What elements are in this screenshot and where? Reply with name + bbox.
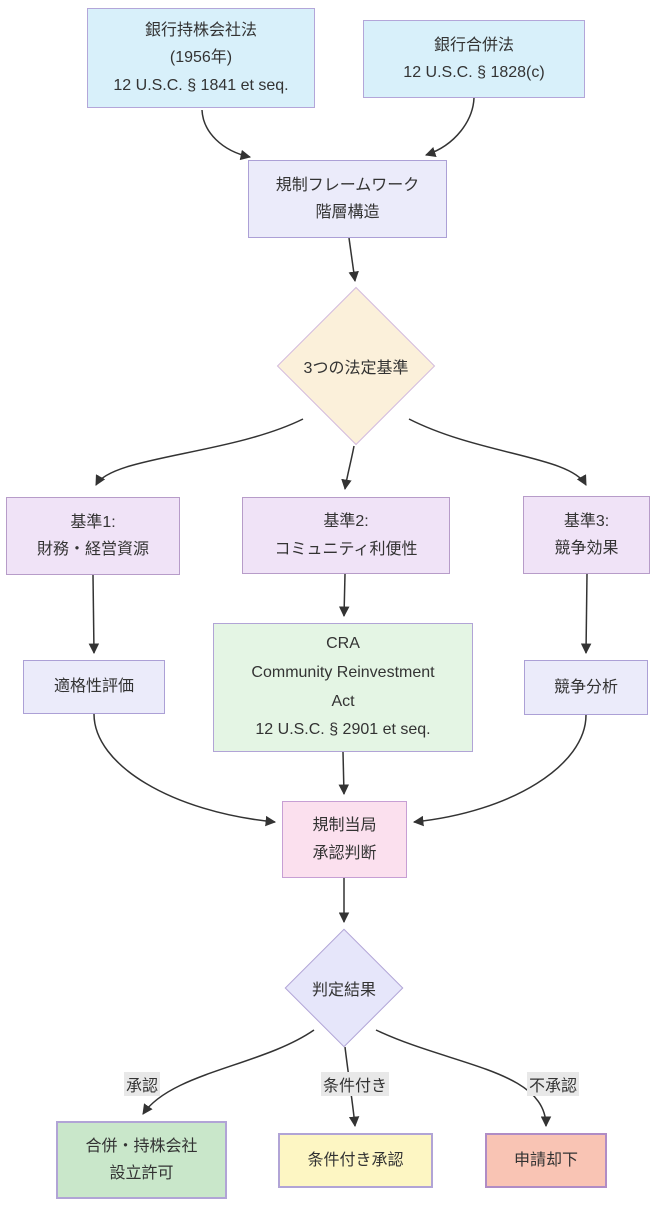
label-line: (1956年)	[169, 49, 233, 67]
edge-criteria-to-criterion2	[341, 445, 355, 491]
label-line: 基準2:	[323, 513, 369, 531]
node-criterion-1-financial-managerial: 基準1: 財務・経営資源	[6, 497, 180, 575]
edge-bhca-to-framework	[201, 109, 252, 161]
label-line: 基準1:	[70, 513, 116, 531]
label-line: 合併・持株会社	[85, 1137, 198, 1155]
edge-criteria-to-criterion3	[408, 418, 587, 486]
edge-framework-to-criteria	[348, 237, 359, 283]
label-line: 階層構造	[315, 204, 380, 221]
node-community-reinvestment-act: CRA Community Reinvestment Act 12 U.S.C.…	[213, 623, 473, 752]
edge-eligibility-to-regulator	[93, 713, 277, 827]
node-criterion-3-competitive-effects: 基準3: 競争効果	[523, 496, 650, 574]
edge-criterion2-to-cra	[338, 573, 350, 618]
label-line: 規制当局	[312, 817, 377, 835]
label-line: 条件付き承認	[307, 1151, 404, 1169]
node-decision-result-label: 判定結果	[311, 982, 376, 999]
label-line: Community Reinvestment	[251, 663, 435, 681]
node-bank-merger-act: 銀行合併法 12 U.S.C. § 1828(c)	[363, 20, 585, 98]
node-merger-holding-company-approval: 合併・持株会社 設立許可	[56, 1121, 227, 1199]
label-line: 適格性評価	[53, 678, 134, 696]
node-regulatory-framework: 規制フレームワーク 階層構造	[248, 160, 447, 238]
label-line: 12 U.S.C. § 1841 et seq.	[113, 76, 289, 94]
label-line: 規制フレームワーク	[275, 176, 420, 194]
edge-label-denied: 不承認	[526, 1072, 580, 1096]
node-conditional-approval: 条件付き承認	[278, 1133, 433, 1188]
edge-criterion1-to-eligibility	[88, 574, 100, 655]
edge-label-approved: 承認	[123, 1072, 161, 1096]
edge-result-to-denied	[375, 1029, 552, 1128]
node-regulator-approval-decision: 規制当局 承認判断	[282, 801, 407, 878]
node-bank-holding-company-act: 銀行持株会社法 (1956年) 12 U.S.C. § 1841 et seq.	[87, 8, 315, 108]
label-line: 承認判断	[312, 844, 377, 862]
edge-label-conditional: 条件付き	[320, 1072, 390, 1096]
label-line: Act	[331, 692, 355, 710]
node-competition-analysis: 競争分析	[524, 660, 648, 715]
label-line: 基準3:	[563, 512, 610, 530]
label-line: 財務・経営資源	[36, 541, 149, 558]
label-line: 銀行合併法	[433, 36, 514, 54]
label-line: CRA	[326, 634, 360, 652]
label-line: 銀行持株会社法	[144, 22, 257, 40]
node-criterion-2-community-convenience: 基準2: コミュニティ利便性	[242, 497, 450, 574]
label-line: 競争分析	[553, 678, 618, 696]
label-line: 12 U.S.C. § 1828(c)	[403, 64, 545, 81]
edge-cra-to-regulator	[338, 751, 350, 796]
label-line: 申請却下	[513, 1151, 578, 1169]
label-line: 競争効果	[554, 540, 619, 557]
label-line: 12 U.S.C. § 2901 et seq.	[255, 721, 431, 739]
edge-competition-to-regulator	[412, 714, 587, 827]
node-three-statutory-criteria-label: 3つの法定基準	[303, 360, 409, 377]
node-eligibility-assessment: 適格性評価	[23, 660, 165, 714]
edge-criteria-to-criterion1	[95, 418, 304, 486]
label-line: コミュニティ利便性	[274, 540, 418, 558]
node-application-denied: 申請却下	[485, 1133, 607, 1188]
edge-bma-to-framework	[425, 97, 475, 157]
edge-criterion3-to-competition	[580, 573, 592, 655]
label-line: 設立許可	[109, 1165, 174, 1182]
edge-result-to-approved	[142, 1029, 315, 1115]
